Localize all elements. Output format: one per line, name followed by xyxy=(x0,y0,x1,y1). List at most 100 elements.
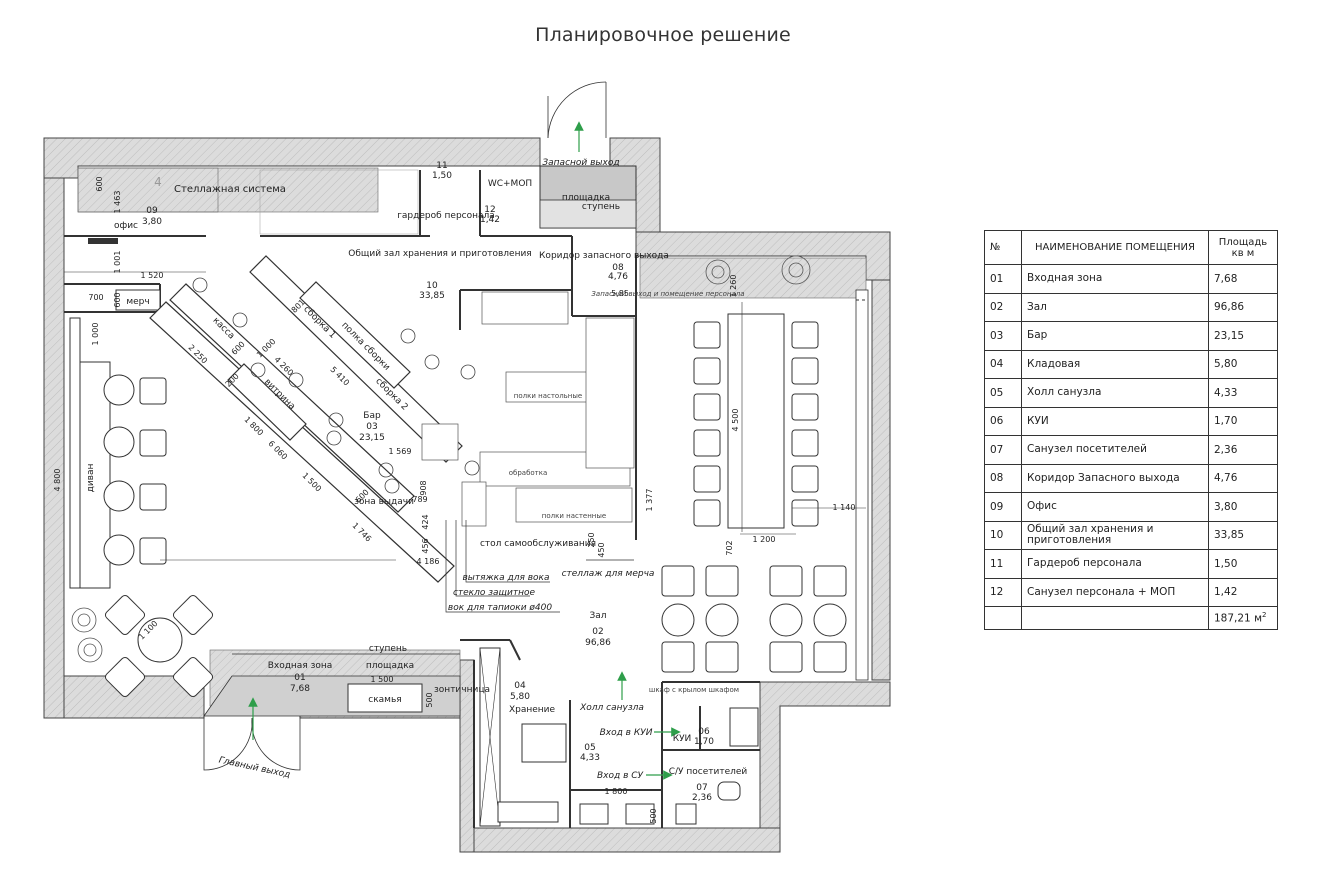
svg-text:4: 4 xyxy=(154,175,162,189)
svg-text:250: 250 xyxy=(587,532,596,547)
row-num: 06 xyxy=(984,406,1022,436)
row-area: 5,80 xyxy=(1208,349,1278,379)
row-area: 33,85 xyxy=(1208,520,1278,550)
row-num: 08 xyxy=(984,463,1022,493)
row-num: 03 xyxy=(984,321,1022,351)
wok-label: вок для тапиоки ø400 xyxy=(448,603,552,613)
dimension-lines xyxy=(64,271,866,791)
hall-name: Зал xyxy=(589,611,606,621)
row-name: Холл санузла xyxy=(1021,378,1209,408)
hall-area: 96,86 xyxy=(585,638,611,648)
svg-text:789: 789 xyxy=(412,495,427,504)
corridor-area: 4,76 xyxy=(608,272,628,282)
row-num: 10 xyxy=(984,520,1022,550)
storage-area: 5,80 xyxy=(510,692,530,702)
svg-text:600: 600 xyxy=(95,176,104,191)
svg-text:1 463: 1 463 xyxy=(113,191,122,214)
svg-text:500: 500 xyxy=(425,692,434,707)
interior-walls xyxy=(64,170,760,828)
floor-plan: Запасной выход площадка ступень скамья с… xyxy=(43,81,891,853)
header-area: Площадь кв м xyxy=(1208,230,1278,265)
row-area: 4,76 xyxy=(1208,463,1278,493)
office-area: 3,80 xyxy=(142,217,162,227)
entry-num: 01 xyxy=(294,673,305,683)
kui-num: 06 xyxy=(698,727,710,737)
shelving-system-label: Стеллажная система xyxy=(174,184,286,195)
total-area-sup: 2 xyxy=(1262,611,1267,620)
row-name: Санузел посетителей xyxy=(1021,435,1209,465)
row-num: 05 xyxy=(984,378,1022,408)
main-exit-label: Главный выход xyxy=(218,756,291,781)
office-num: 09 xyxy=(146,206,158,216)
svg-text:1 001: 1 001 xyxy=(113,251,122,274)
wc-block: Холл санузла 05 4,33 Вход в КУИ Вход в С… xyxy=(579,671,759,825)
row-name: Офис xyxy=(1021,492,1209,522)
mop-cabinet-label: шкаф с крылом шкафом xyxy=(649,686,739,694)
row-area: 23,15 xyxy=(1208,321,1278,351)
platform-label-entry: площадка xyxy=(366,661,414,671)
wc-hall-name: Холл санузла xyxy=(579,703,644,713)
row-num: 09 xyxy=(984,492,1022,522)
storage-name: Хранение xyxy=(509,705,556,715)
wardrobe-name: гардероб персонала xyxy=(397,211,495,221)
emergency-platform: Запасной выход площадка ступень xyxy=(539,81,637,229)
step-label-top: ступень xyxy=(582,202,620,212)
bar-name: Бар xyxy=(363,411,381,421)
kui-area: 1,70 xyxy=(694,737,714,747)
storage-num: 04 xyxy=(514,681,526,691)
svg-text:702: 702 xyxy=(725,540,734,555)
plant-icon xyxy=(71,255,811,663)
row-num: 12 xyxy=(984,577,1022,607)
to-kui-label: Вход в КУИ xyxy=(600,728,653,738)
to-wc-label: Вход в СУ xyxy=(597,771,644,781)
corridor-num: 08 xyxy=(612,263,624,273)
merch-rack-label: стеллаж для мерча xyxy=(562,569,655,579)
svg-text:4 800: 4 800 xyxy=(53,469,62,492)
sofa-label: диван xyxy=(86,463,96,492)
wc-staff-num: 12 xyxy=(484,205,495,215)
platform-label-top: площадка xyxy=(562,193,610,203)
hall-room: Зал 02 96,86 xyxy=(585,289,869,681)
bar-counters xyxy=(149,255,463,583)
office-name: офис xyxy=(114,221,138,231)
desk-shelves-label: полки настольные xyxy=(514,392,582,400)
svg-text:1 500: 1 500 xyxy=(371,675,394,684)
entry-area: 7,68 xyxy=(290,684,310,694)
svg-text:1 140: 1 140 xyxy=(833,503,856,512)
side-hood-label: вытяжка для вока xyxy=(463,573,550,583)
svg-text:1 520: 1 520 xyxy=(141,271,164,280)
emergency-note: Запасной выход и помещение персонала xyxy=(591,290,744,298)
self-service-table-label: стол самообслуживания xyxy=(480,539,596,549)
kui-name: КУИ xyxy=(673,734,692,744)
kitchen-name: Общий зал хранения и приготовления xyxy=(348,249,531,259)
entry-name: Входная зона xyxy=(268,661,333,671)
row-name: Общий зал хранения и приготовления xyxy=(1021,520,1209,550)
row-num: 02 xyxy=(984,292,1022,322)
svg-text:1 569: 1 569 xyxy=(389,447,412,456)
row-name: Зал xyxy=(1021,292,1209,322)
protective-glass-label: стекло защитное xyxy=(453,588,536,598)
row-name: Кладовая xyxy=(1021,349,1209,379)
rooms-table: № НАИМЕНОВАНИЕ ПОМЕЩЕНИЯ Площадь кв м 01… xyxy=(984,230,1278,630)
svg-text:5 410: 5 410 xyxy=(328,365,351,388)
umbrella-label: зонтичница xyxy=(434,685,490,695)
row-name: Входная зона xyxy=(1021,264,1209,294)
corridor-name: Коридор запасного выхода xyxy=(539,251,669,261)
row-name: КУИ xyxy=(1021,406,1209,436)
merch-label: мерч xyxy=(126,297,149,307)
svg-text:4 500: 4 500 xyxy=(731,409,740,432)
wc-hall-area: 4,33 xyxy=(580,753,600,763)
wc-staff-name: WC+МОП xyxy=(488,179,532,189)
wc-guest-area: 2,36 xyxy=(692,793,712,803)
svg-text:456: 456 xyxy=(421,538,430,553)
svg-text:908: 908 xyxy=(419,480,428,495)
row-num: 11 xyxy=(984,549,1022,579)
svg-text:1 200: 1 200 xyxy=(753,535,776,544)
